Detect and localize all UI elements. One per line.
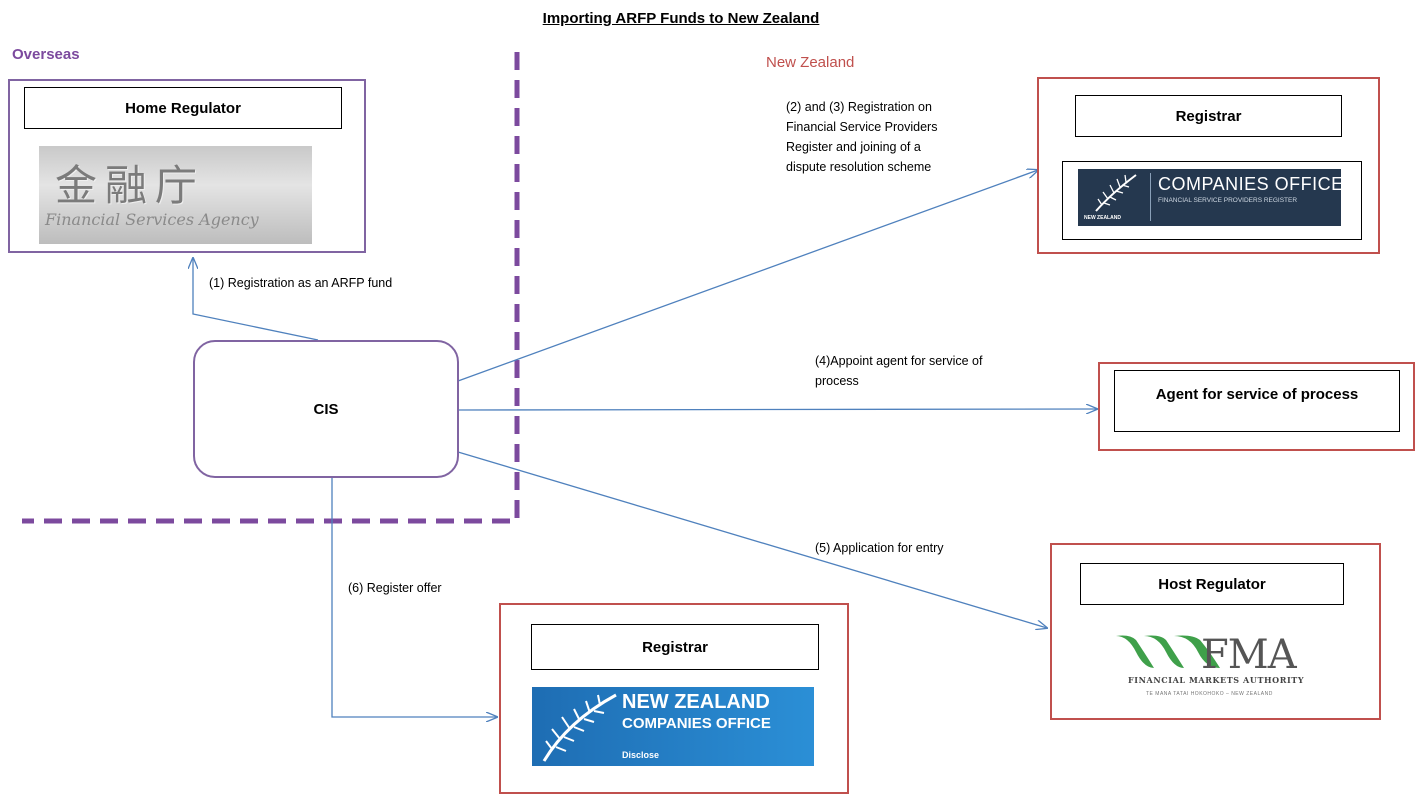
region-label-new-zealand: New Zealand [766, 54, 855, 71]
edge-label-1: (1) Registration as an ARFP fund [209, 276, 393, 290]
region-divider [22, 52, 520, 524]
registrar-fsp-node [1037, 77, 1380, 254]
edge-label-2-3: (2) and (3) Registration on Financial Se… [786, 97, 937, 177]
edge-label-2-3-line: (2) and (3) Registration on [786, 100, 932, 114]
registrar-fsp-label: Registrar [1075, 95, 1342, 137]
logo-divider [1150, 173, 1151, 221]
fma-logo-subtitle: FINANCIAL MARKETS AUTHORITY [1128, 675, 1305, 685]
home-regulator-label: Home Regulator [24, 87, 342, 129]
disclose-logo-line1: NEW ZEALAND [622, 691, 770, 713]
edge-label-2-3-line: Financial Service Providers [786, 120, 938, 134]
edge-label-4-line: process [815, 374, 859, 388]
companies-office-fsp-subtitle: FINANCIAL SERVICE PROVIDERS REGISTER [1158, 197, 1298, 204]
edge-label-2-3-line: Register and joining of a [786, 140, 921, 154]
edge-label-5: (5) Application for entry [815, 541, 944, 555]
registrar-disclose-node [499, 603, 849, 794]
edge-label-4: (4)Appoint agent for service of process [815, 351, 982, 391]
arrow-appoint-agent [457, 409, 1097, 410]
registrar-fsp-logo-frame [1062, 161, 1362, 240]
agent-node [1098, 362, 1415, 451]
registrar-disclose-label: Registrar [531, 624, 819, 670]
disclose-logo-line2: COMPANIES OFFICE [622, 715, 771, 732]
silver-fern-icon [1095, 174, 1137, 212]
companies-office-fsp-logo: NEW ZEALAND COMPANIES OFFICE FINANCIAL S… [1078, 169, 1341, 226]
disclose-logo-line3: Disclose [622, 750, 660, 760]
fsa-logo-kanji: 金融庁 [55, 161, 206, 210]
fsa-logo-image: 金融庁 Financial Services Agency [39, 146, 312, 244]
fma-logo-tagline: TE MANA TATAI HOKOHOKO – NEW ZEALAND [1146, 691, 1273, 697]
companies-office-fsp-country: NEW ZEALAND [1084, 215, 1121, 221]
fsa-logo-text: Financial Services Agency [45, 210, 259, 229]
silver-fern-icon [542, 693, 617, 762]
region-label-overseas: Overseas [12, 46, 80, 63]
edge-label-6: (6) Register offer [348, 581, 442, 595]
home-regulator-node [8, 79, 366, 253]
edge-label-4-line: (4)Appoint agent for service of [815, 354, 983, 368]
host-regulator-label: Host Regulator [1080, 563, 1344, 605]
companies-office-fsp-title: COMPANIES OFFICE [1158, 174, 1341, 194]
companies-office-disclose-logo: NEW ZEALAND COMPANIES OFFICE Disclose [532, 687, 814, 766]
arrow-fsp-registration [457, 170, 1038, 382]
arrow-register-offer [331, 478, 497, 717]
fma-logo-name: FMA [1201, 632, 1297, 678]
host-regulator-node [1050, 543, 1381, 720]
cis-node: CIS [193, 340, 459, 478]
agent-label: Agent for service of process [1114, 370, 1400, 432]
fma-wave-icon [1116, 635, 1220, 668]
diagram-title: Importing ARFP Funds to New Zealand [542, 10, 820, 27]
arrow-application-entry [457, 451, 1047, 628]
arrow-registration-arfp [193, 258, 319, 341]
edge-label-2-3-line: dispute resolution scheme [786, 160, 932, 174]
